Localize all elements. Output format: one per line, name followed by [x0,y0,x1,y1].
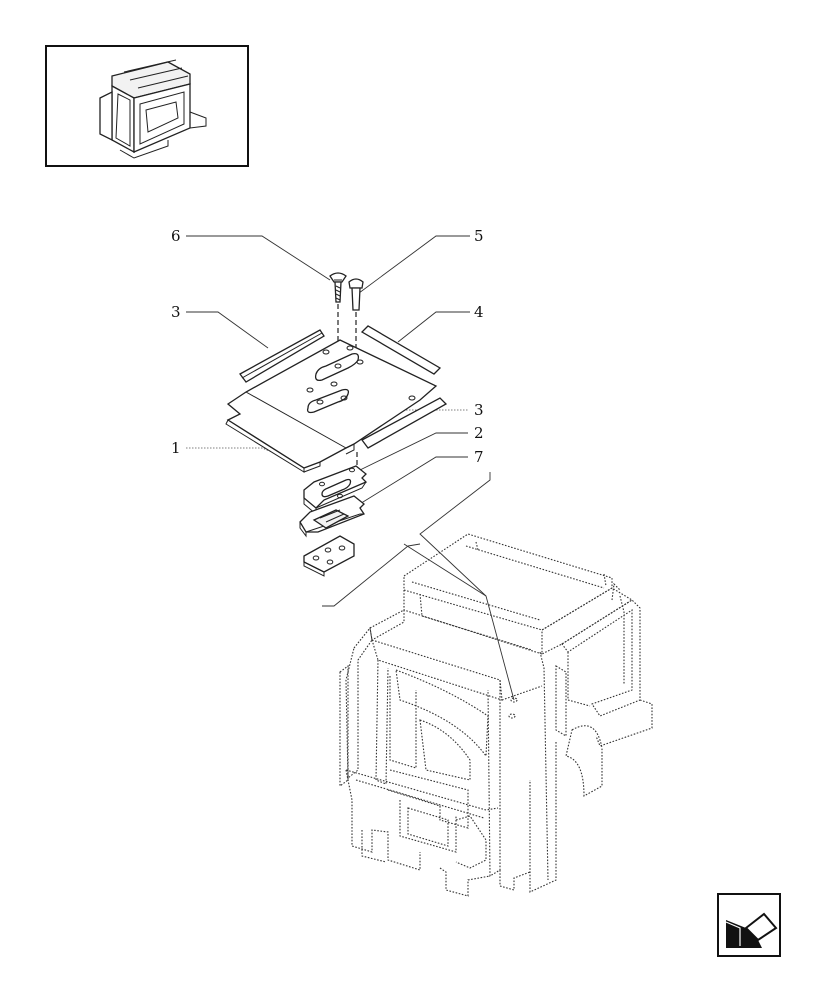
bolt-5[interactable] [348,278,364,311]
roof-plate-1[interactable] [225,339,438,473]
callout-labels: 6 5 3 4 3 1 2 7 [171,227,484,466]
callout-6[interactable]: 6 [171,227,181,245]
tractor-cab-thumbnail-icon [99,59,207,159]
callout-4[interactable]: 4 [474,303,484,321]
callout-7[interactable]: 7 [474,448,484,466]
next-page-arrow-icon [725,912,778,948]
cab-frame [339,533,653,897]
next-page-button[interactable] [717,893,781,957]
callout-5[interactable]: 5 [474,227,484,245]
bracket-2[interactable] [303,465,368,516]
callout-2[interactable]: 2 [474,424,484,442]
thumbnail-box[interactable] [45,45,249,167]
strip-4[interactable] [360,325,442,375]
callout-3-right[interactable]: 3 [474,401,484,419]
plate-7[interactable] [303,535,355,577]
screw-6[interactable] [329,272,347,303]
strip-3-right[interactable] [361,397,448,449]
callout-3-top[interactable]: 3 [171,303,181,321]
callout-1[interactable]: 1 [171,439,181,457]
clamp-bracket[interactable] [299,495,365,538]
strip-3-left[interactable] [239,329,325,383]
